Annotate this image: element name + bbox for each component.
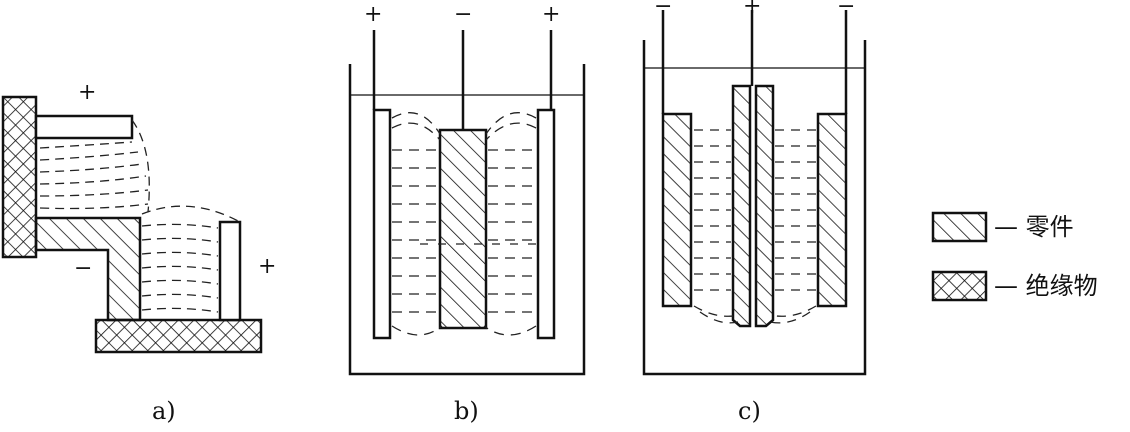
figure-a-polarity-left: − [74,256,93,281]
field-lines-upper [39,119,150,213]
legend-insulator-swatch [931,270,988,302]
figure-c-polarity-center: + [743,0,762,19]
figure-b-polarity-left: + [364,2,383,27]
figure-c-polarity-right: − [837,0,856,19]
legend [931,211,988,302]
tank-b [348,64,586,376]
anode-b-right [536,108,556,340]
l-shaped-part [34,216,142,322]
part-c-left [661,112,693,308]
figure-c [642,10,867,376]
figure-a [1,95,263,354]
insulator-left-block [1,95,38,259]
figure-b [348,30,586,376]
legend-insulator-label: — 绝缘物 [994,272,1098,300]
legend-part-label: — 零件 [994,213,1074,241]
field-lines-b [391,112,537,336]
anode-top-plate [34,114,134,140]
field-lines-c [693,129,817,324]
figure-c-polarity-left: − [654,0,673,19]
legend-part-swatch [931,211,988,243]
anode-b-left [372,108,392,340]
figure-b-polarity-right: + [542,2,561,27]
part-c-center-left [731,84,752,328]
part-c-center-right [754,84,775,328]
tank-c [642,40,867,376]
part-c-right [816,112,848,308]
figure-a-polarity-right: + [258,254,277,279]
anode-right-rod [218,220,242,322]
field-lines-lower [141,205,241,313]
figure-a-polarity-top: + [78,80,97,105]
figure-c-caption: c) [738,397,761,425]
insulator-bottom-block [94,318,263,354]
figure-b-polarity-center: − [454,2,473,27]
figure-b-caption: b) [454,397,479,425]
part-b-center [438,128,488,330]
figure-a-caption: a) [152,397,176,425]
